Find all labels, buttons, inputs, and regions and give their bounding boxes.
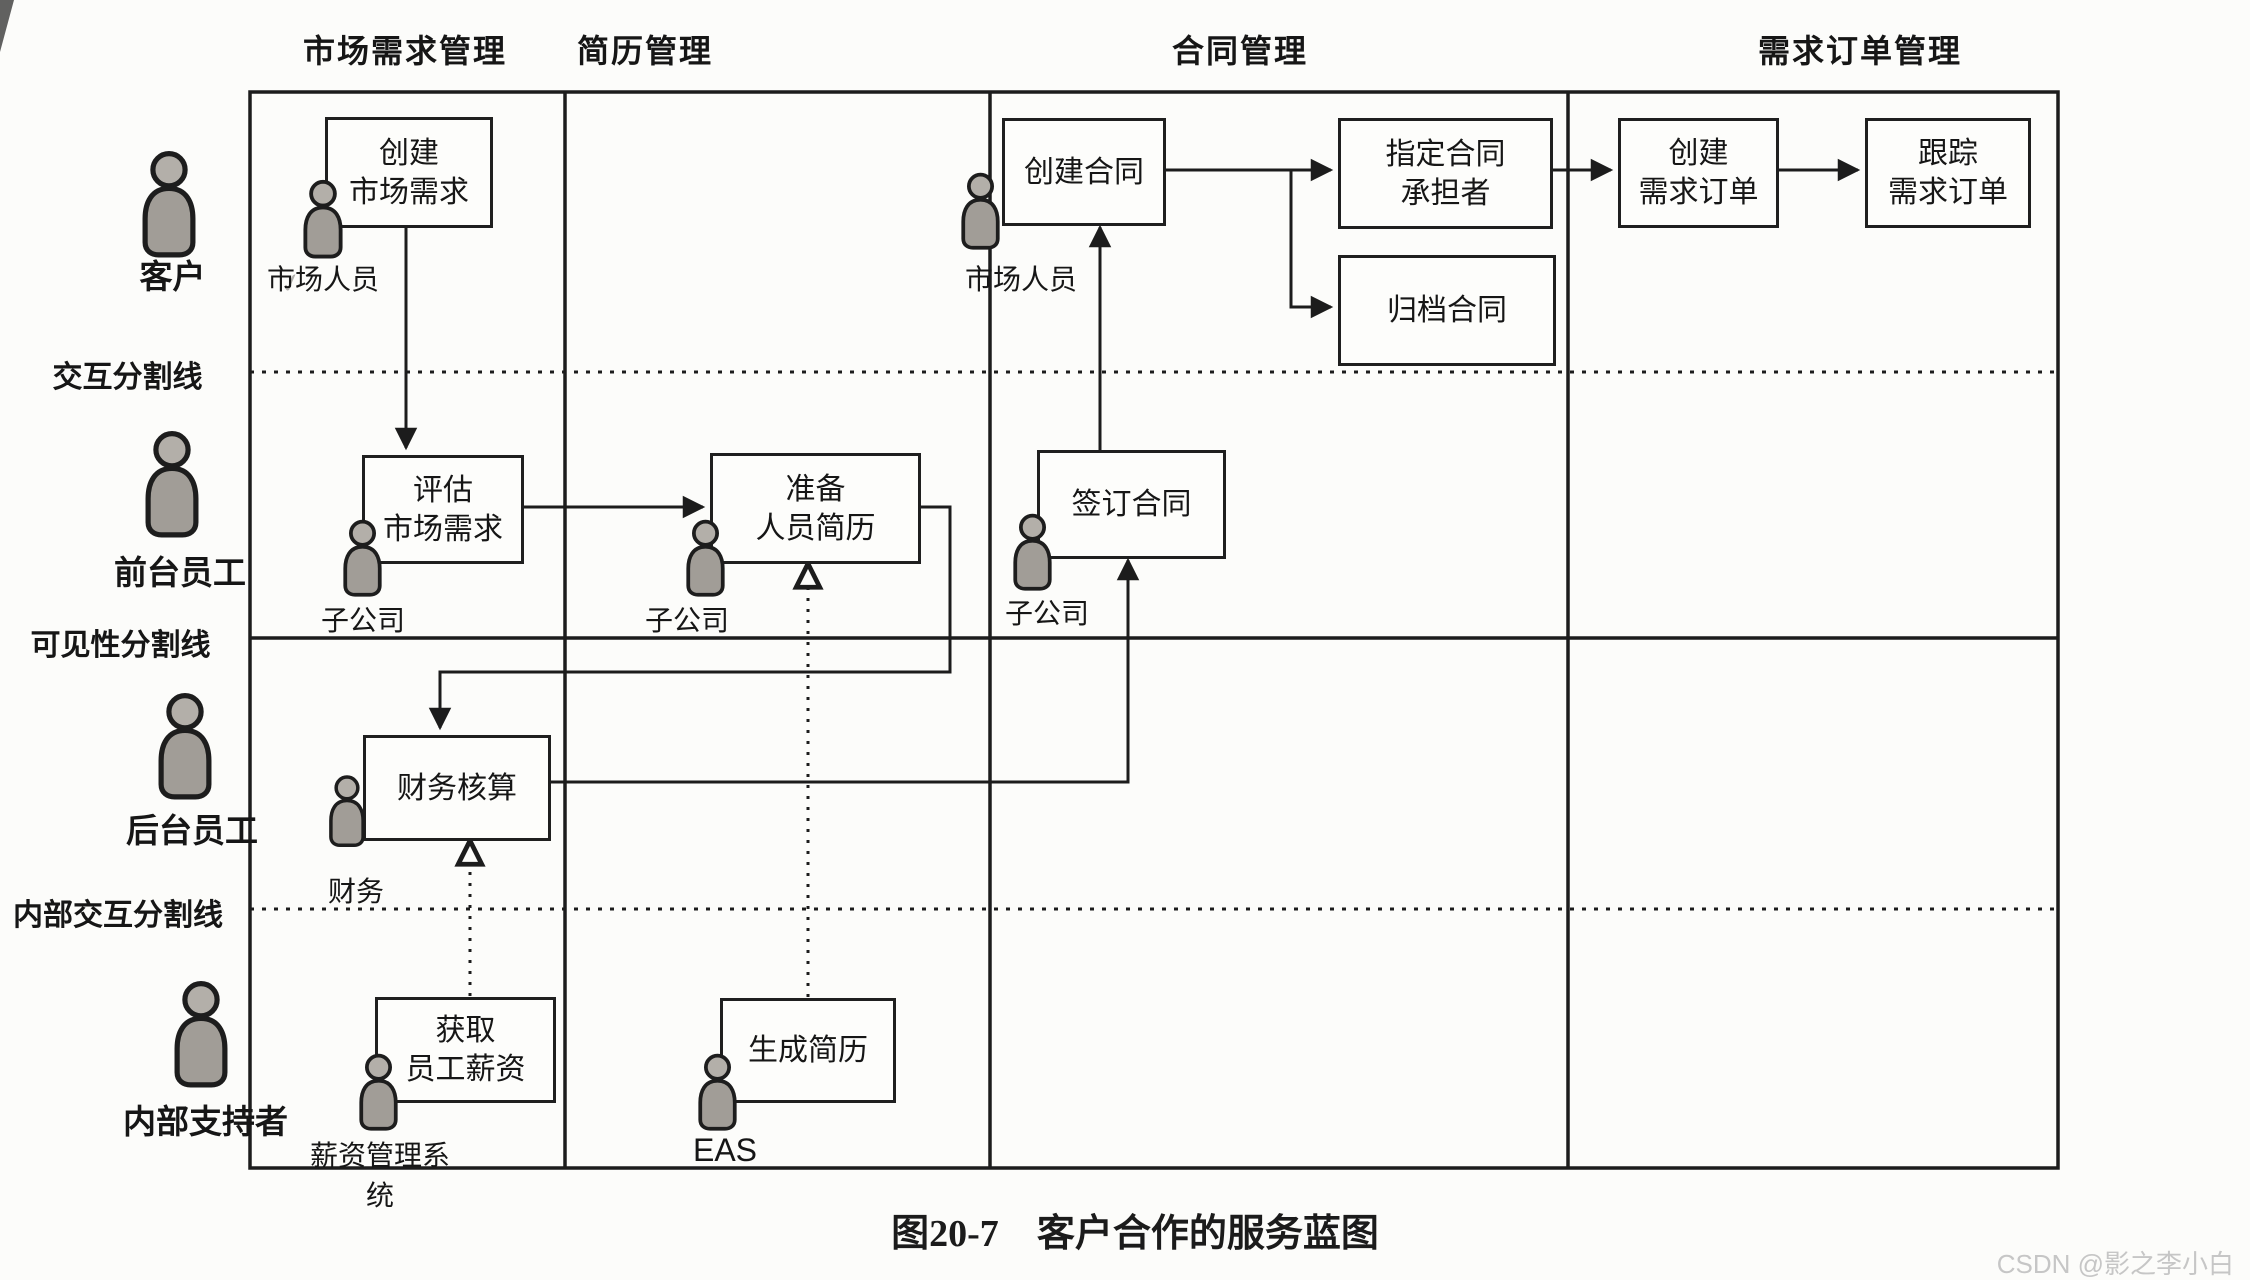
person-icon-finance <box>326 772 368 850</box>
actor-label-salary-system: 薪资管理系统 <box>309 1140 450 1211</box>
person-icon-front-staff <box>133 430 211 538</box>
person-icon-subsidiary-2 <box>683 518 728 598</box>
node-label: 生成简历 <box>748 1034 868 1067</box>
node-label: 指定合同 承担者 <box>1385 137 1506 210</box>
node-label: 财务核算 <box>397 771 517 805</box>
separator-label-interaction: 交互分割线 <box>52 361 203 394</box>
node-get-employee-salary: 获取 员工薪资 <box>375 997 556 1103</box>
csdn-watermark: CSDN @影之李小白 <box>1996 1249 2234 1279</box>
node-sign-contract: 签订合同 <box>1037 450 1226 559</box>
node-prepare-resume: 准备 人员简历 <box>710 453 921 564</box>
separator-label-visibility: 可见性分割线 <box>30 629 211 662</box>
figure-caption: 图20-7 客户合作的服务蓝图 <box>775 1202 1495 1257</box>
separator-label-internal-interaction: 内部交互分割线 <box>13 899 223 932</box>
column-header-contract: 合同管理 <box>1171 33 1308 69</box>
person-icon-back-staff <box>146 692 224 800</box>
node-create-demand-order: 创建 需求订单 <box>1618 118 1779 228</box>
node-label: 归档合同 <box>1387 294 1507 327</box>
figure-number: 图20-7 <box>891 1213 999 1255</box>
column-header-market-demand: 市场需求管理 <box>302 33 507 69</box>
node-label: 评估 市场需求 <box>383 473 503 546</box>
lane-label-front-staff: 前台员工 <box>114 554 246 591</box>
actor-label-marketing-staff-1: 市场人员 <box>266 264 379 295</box>
node-archive-contract: 归档合同 <box>1338 255 1556 366</box>
node-label: 跟踪 需求订单 <box>1888 137 2008 209</box>
person-icon-marketing-staff-2 <box>958 170 1003 252</box>
person-icon-salary-system <box>356 1052 401 1132</box>
person-icon-subsidiary-1 <box>340 518 385 598</box>
column-header-demand-order: 需求订单管理 <box>1757 33 1962 69</box>
node-label: 签订合同 <box>1071 488 1192 521</box>
node-create-contract: 创建合同 <box>1002 118 1166 226</box>
node-label: 准备 人员简历 <box>755 472 876 545</box>
actor-label-subsidiary-1: 子公司 <box>320 605 405 636</box>
actor-label-finance: 财务 <box>327 876 384 907</box>
person-icon-eas <box>695 1052 740 1132</box>
person-icon-marketing-staff-1 <box>300 178 346 260</box>
node-create-market-demand: 创建 市场需求 <box>325 117 493 228</box>
figure-title: 客户合作的服务蓝图 <box>1036 1213 1379 1255</box>
node-assign-contract-owner: 指定合同 承担者 <box>1338 118 1553 229</box>
node-evaluate-market-demand: 评估 市场需求 <box>362 455 524 564</box>
person-icon-customer <box>130 150 208 258</box>
lane-label-customer: 客户 <box>139 258 206 295</box>
actor-label-eas: EAS <box>692 1132 758 1168</box>
actor-label-subsidiary-2: 子公司 <box>644 605 729 636</box>
node-track-demand-order: 跟踪 需求订单 <box>1865 118 2031 228</box>
lane-label-back-staff: 后台员工 <box>126 812 258 849</box>
lane-label-internal-supporter: 内部支持者 <box>123 1103 288 1140</box>
column-header-resume: 简历管理 <box>576 33 713 69</box>
actor-label-marketing-staff-2: 市场人员 <box>964 264 1077 295</box>
node-label: 创建合同 <box>1024 155 1144 189</box>
person-icon-subsidiary-3 <box>1010 512 1055 592</box>
node-label: 获取 员工薪资 <box>405 1014 526 1086</box>
actor-label-subsidiary-3: 子公司 <box>1004 598 1089 629</box>
person-icon-internal-supporter <box>162 980 240 1088</box>
node-label: 创建 需求订单 <box>1638 137 1759 209</box>
node-label: 创建 市场需求 <box>349 136 469 209</box>
node-financial-accounting: 财务核算 <box>363 735 551 841</box>
node-generate-resume: 生成简历 <box>720 998 896 1103</box>
